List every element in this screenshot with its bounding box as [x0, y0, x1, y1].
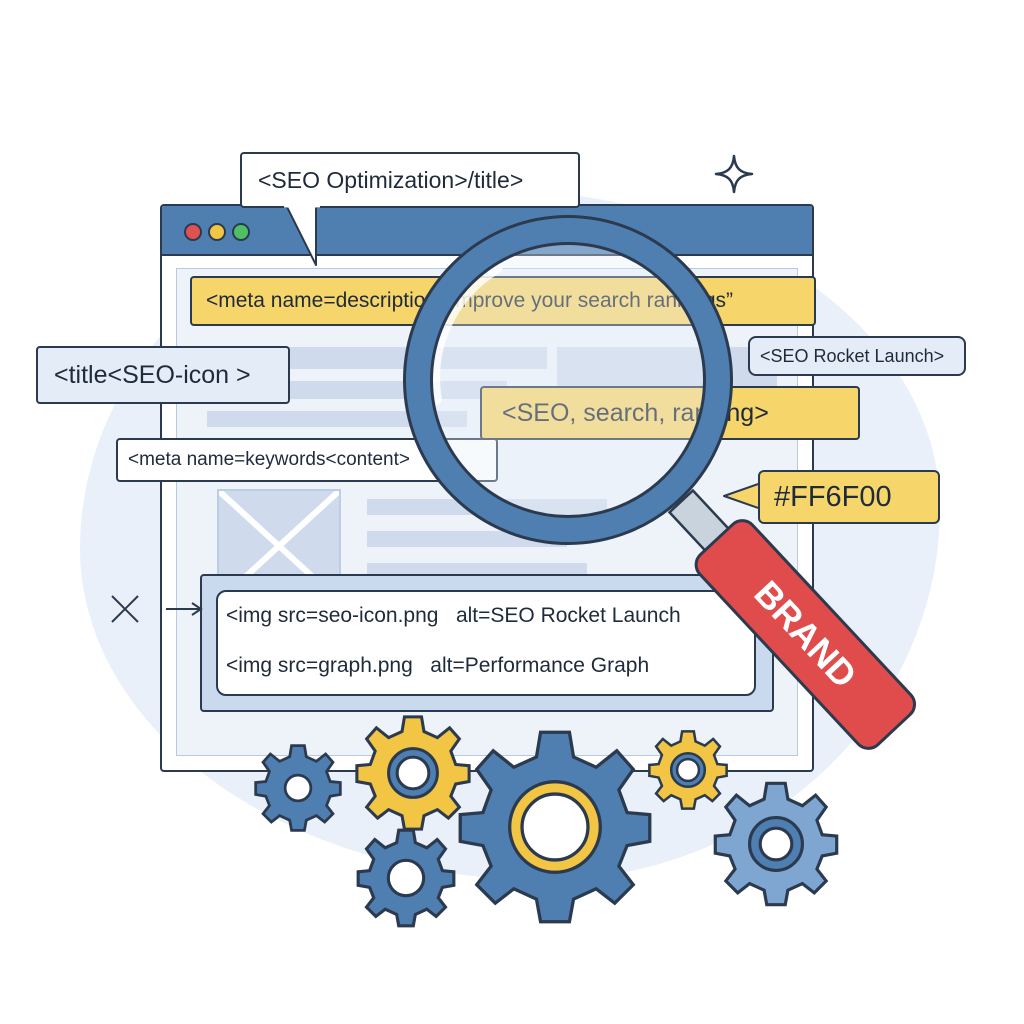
code-line-2: <img src=graph.png alt=Performance Graph — [226, 654, 650, 677]
gear-icon — [254, 744, 342, 832]
content-bar — [207, 411, 467, 427]
title-tag-label: <title<SEO-icon > — [36, 346, 290, 404]
rocket-launch-label: <SEO Rocket Launch> — [748, 336, 966, 376]
gear-icon — [355, 715, 471, 831]
meta-keywords-text: <meta name=keywords<content> — [128, 449, 411, 470]
title-bubble-text: <SEO Optimization>/title> — [258, 166, 524, 193]
code-line-1: <img src=seo-icon.png alt=SEO Rocket Lau… — [226, 604, 681, 627]
title-tag-text: <title<SEO-icon > — [54, 360, 251, 389]
color-code-bubble-tail — [723, 481, 765, 511]
maximize-dot[interactable] — [232, 223, 250, 241]
title-bubble: <SEO Optimization>/title> — [240, 152, 580, 208]
minimize-dot[interactable] — [208, 223, 226, 241]
title-bubble-tail — [284, 205, 320, 266]
code-panel: <img src=seo-icon.png alt=SEO Rocket Lau… — [200, 574, 774, 712]
gear-icon — [713, 781, 839, 907]
expand-arrows-icon — [111, 595, 203, 623]
gear-icon — [458, 730, 652, 924]
content-bar — [207, 347, 547, 369]
code-box: <img src=seo-icon.png alt=SEO Rocket Lau… — [216, 590, 756, 696]
color-code-text: #FF6F00 — [774, 480, 892, 513]
rocket-launch-text: <SEO Rocket Launch> — [760, 345, 945, 366]
gear-icon — [648, 730, 728, 810]
sparkle-icon — [714, 154, 754, 194]
color-code-label: #FF6F00 — [758, 470, 940, 524]
meta-description-text: <meta name=description=Improve your sear… — [206, 289, 734, 312]
gear-icon — [356, 828, 456, 928]
close-dot[interactable] — [184, 223, 202, 241]
